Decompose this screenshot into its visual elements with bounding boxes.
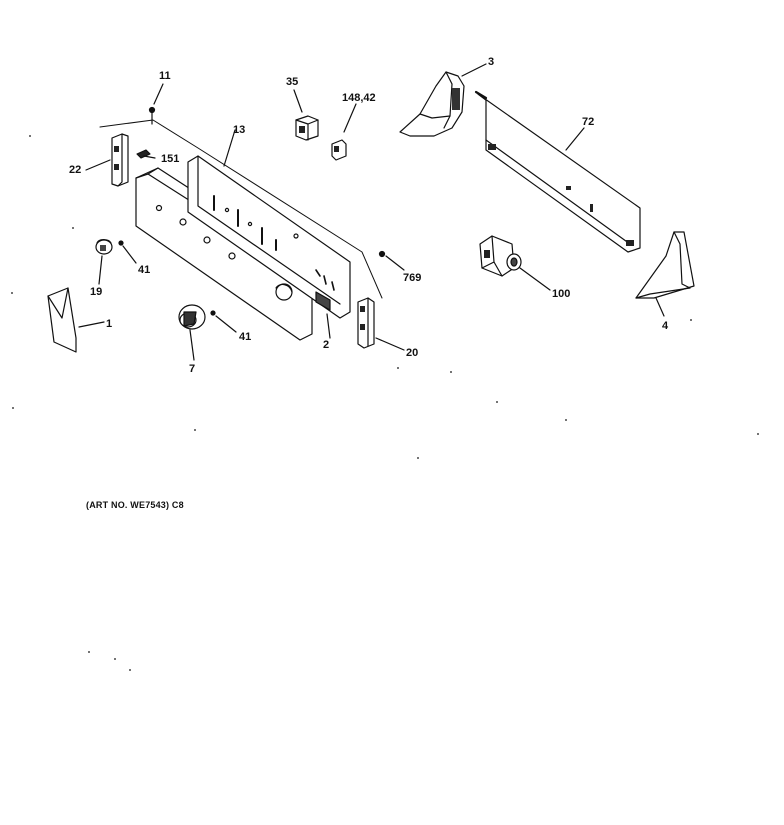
part-19-knob <box>96 240 112 284</box>
callout-20: 20 <box>406 347 419 359</box>
part-148-switch <box>332 104 356 160</box>
part-7-knob <box>179 305 205 360</box>
callout-151: 151 <box>161 153 180 165</box>
callout-100: 100 <box>552 288 571 300</box>
scan-speckles <box>11 135 759 671</box>
part-20-end-cap-right <box>358 298 404 350</box>
part-151-clip <box>137 150 155 158</box>
callout-11: 11 <box>159 70 171 82</box>
part-769-screw <box>380 252 405 271</box>
callout-1: 1 <box>106 318 113 330</box>
part-2-panel-bracket <box>188 156 350 338</box>
callout-769: 769 <box>403 272 422 284</box>
part-41-screw-upper <box>119 241 136 263</box>
part-3-bracket <box>400 64 486 136</box>
callout-41-upper: 41 <box>138 264 151 276</box>
callout-13: 13 <box>233 124 246 136</box>
part-72-back-panel <box>476 92 640 252</box>
callout-3: 3 <box>488 56 495 68</box>
part-100-timer <box>480 236 550 290</box>
callout-41-lower: 41 <box>239 331 252 343</box>
callout-7: 7 <box>189 363 196 375</box>
callout-72: 72 <box>582 116 595 128</box>
callout-22: 22 <box>69 164 82 176</box>
callout-35: 35 <box>286 76 299 88</box>
art-number-caption: (ART NO. WE7543) C8 <box>86 500 184 510</box>
part-22-end-cap-left <box>86 134 128 186</box>
callout-148-42: 148,42 <box>342 92 376 104</box>
callout-19: 19 <box>90 286 103 298</box>
part-41-screw-lower <box>211 311 236 332</box>
callout-2: 2 <box>323 339 330 351</box>
callout-4: 4 <box>662 320 669 332</box>
part-11-screw <box>150 84 164 124</box>
part-35-switch <box>294 90 318 140</box>
panel-outline-line <box>100 120 382 298</box>
part-1-instruction-sheet <box>48 288 104 352</box>
part-4-bracket <box>636 232 694 316</box>
